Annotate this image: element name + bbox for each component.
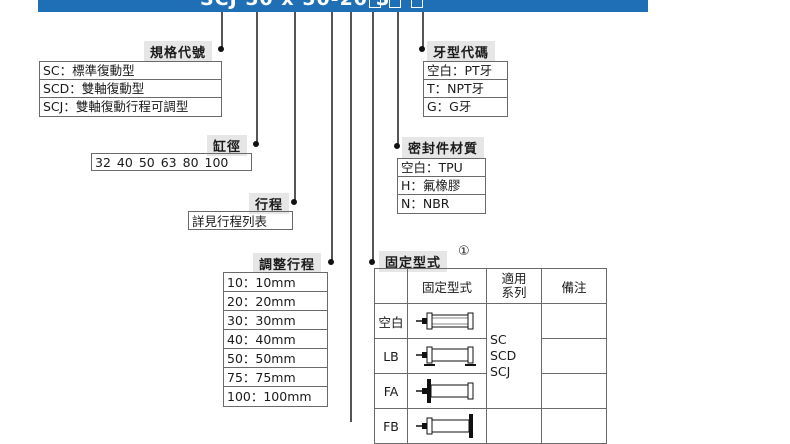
bore-value: 40 — [116, 155, 133, 170]
remark-cell — [541, 338, 607, 374]
series-cell — [486, 408, 542, 444]
mount-drawing — [407, 408, 487, 444]
series-item: SCD — [490, 348, 517, 363]
series-header-line: 系列 — [501, 285, 527, 300]
leader-dot — [218, 46, 224, 52]
code-placeholder-box — [369, 0, 381, 8]
table-row: 空白 SC SCD SCJ — [374, 303, 607, 409]
note-mark: ① — [458, 244, 470, 259]
series-item: SC — [490, 332, 507, 347]
remark-cell — [541, 303, 607, 339]
list-item: 100：100mm — [227, 389, 312, 404]
leader-dot — [394, 143, 400, 149]
table-row: FB — [374, 408, 607, 444]
list-item: 空白：PT牙 — [424, 62, 507, 80]
leader-dot — [419, 46, 425, 52]
mount-label: 固定型式 — [379, 251, 448, 272]
leader-line-stroke — [294, 12, 296, 202]
model-code-banner: SCJ 50 x 50-20 S — [38, 0, 648, 12]
leader-dot — [253, 141, 259, 147]
bore-value: 32 — [95, 155, 111, 170]
leader-line-bore — [256, 12, 258, 144]
mount-drawing — [407, 373, 487, 409]
bore-label: 缸徑 — [207, 135, 248, 156]
leader-line-mount — [372, 12, 374, 262]
bore-value: 63 — [160, 155, 177, 170]
mount-drawing — [407, 338, 487, 374]
mount-code: 空白 — [374, 303, 408, 339]
list-item: 75：75mm — [224, 368, 327, 387]
type-options-box: SC：標準復動型 SCD：雙軸復動型 SCJ：雙軸復動行程可調型 — [39, 61, 222, 117]
model-code: SCJ 50 x 50-20 S — [200, 0, 390, 10]
series-cell: SC SCD SCJ — [486, 303, 542, 409]
mount-drawing — [407, 303, 487, 339]
list-item: 50：50mm — [224, 349, 327, 368]
seal-options-box: 空白：TPU H：氟橡膠 N：NBR — [397, 158, 486, 214]
list-item: SCJ：雙軸復動行程可調型 — [43, 99, 189, 114]
list-item: SC：標準復動型 — [40, 62, 221, 80]
list-item: SCD：雙軸復動型 — [40, 80, 221, 98]
code-placeholder-box — [389, 0, 401, 8]
list-item: 空白：TPU — [398, 159, 485, 177]
thread-options-box: 空白：PT牙 T：NPT牙 G：G牙 — [423, 61, 508, 117]
mount-code: FB — [374, 408, 408, 444]
cylinder-rear-flange-icon — [416, 414, 473, 438]
leader-line-sep — [350, 12, 352, 422]
mount-code: LB — [374, 338, 408, 374]
list-item: 40：40mm — [224, 330, 327, 349]
list-item: T：NPT牙 — [424, 80, 507, 98]
table-header-blank — [374, 268, 408, 304]
cylinder-front-flange-icon — [416, 379, 474, 403]
bore-value: 50 — [138, 155, 155, 170]
list-item: N：NBR — [401, 196, 450, 211]
cylinder-basic-icon — [416, 312, 474, 330]
list-item: 30：30mm — [224, 311, 327, 330]
adjust-stroke-label: 調整行程 — [253, 253, 322, 274]
bore-values-box: 32 40 50 63 80 100 — [91, 153, 252, 171]
bore-value: 80 — [182, 155, 199, 170]
seal-label: 密封件材質 — [402, 137, 485, 158]
leader-dot — [328, 259, 334, 265]
series-item: SCJ — [490, 364, 511, 379]
stroke-label: 行程 — [249, 193, 290, 214]
type-label: 規格代號 — [144, 41, 213, 62]
leader-dot — [291, 199, 297, 205]
stroke-value: 詳見行程列表 — [188, 211, 293, 230]
remark-cell — [541, 408, 607, 444]
list-item: 20：20mm — [224, 292, 327, 311]
mount-table: 固定型式 適用 系列 備注 空白 SC SCD SCJ LB — [374, 268, 607, 444]
list-item: 10：10mm — [224, 273, 327, 292]
leader-line-type — [221, 12, 223, 49]
code-placeholder-box — [411, 0, 423, 8]
bore-value: 100 — [204, 155, 229, 170]
list-item: H：氟橡膠 — [398, 177, 485, 195]
cylinder-foot-mount-icon — [416, 346, 476, 366]
leader-dot — [369, 259, 375, 265]
table-header-type: 固定型式 — [407, 268, 487, 304]
leader-line-seal — [397, 12, 399, 146]
table-header-series: 適用 系列 — [486, 268, 542, 304]
leader-line-thread — [422, 12, 424, 49]
adjust-stroke-box: 10：10mm 20：20mm 30：30mm 40：40mm 50：50mm … — [223, 272, 328, 407]
mount-code: FA — [374, 373, 408, 409]
remark-cell — [541, 373, 607, 409]
leader-line-adjust — [331, 12, 333, 262]
table-header-remark: 備注 — [541, 268, 607, 304]
list-item: G：G牙 — [427, 99, 472, 114]
series-header-line: 適用 — [501, 271, 527, 286]
thread-label: 牙型代碼 — [427, 41, 496, 62]
